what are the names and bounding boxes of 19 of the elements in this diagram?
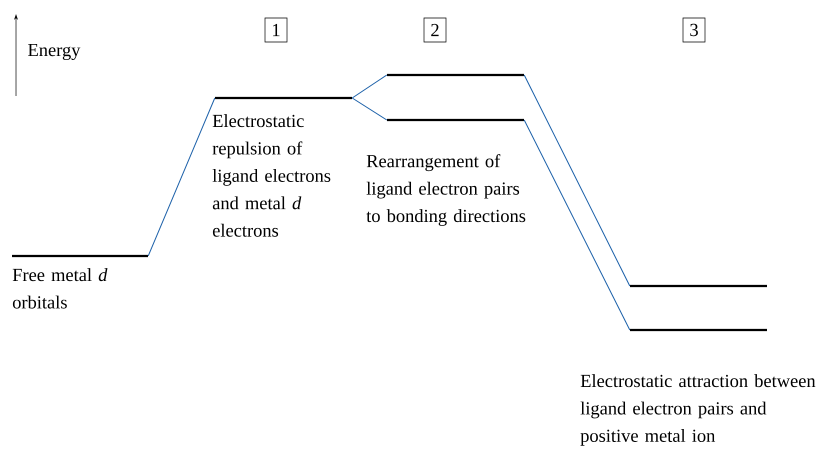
energy-level xyxy=(215,96,352,100)
energy-level xyxy=(630,284,767,288)
step-number-box: 1 xyxy=(264,18,288,42)
connector-line xyxy=(352,74,388,98)
level-description: Electrostatic repulsion of ligand electrons and metal d electrons xyxy=(212,114,330,237)
energy-level xyxy=(387,74,524,76)
step-number-box: 2 xyxy=(424,18,446,42)
connector-line xyxy=(524,120,630,330)
axis-label: Energy xyxy=(28,44,80,60)
connector-line xyxy=(148,98,216,256)
step-number-box: 3 xyxy=(682,18,706,42)
energy-level xyxy=(630,328,767,332)
level-description: Rearrangement of ligand electron pairs to bonding directions xyxy=(366,154,526,226)
connector-line xyxy=(352,98,388,120)
level-description: Electrostatic attraction between ligand electron pairs and positive metal ion xyxy=(580,374,816,446)
connector-line xyxy=(524,74,630,286)
level-description: Free metal d orbitals xyxy=(12,268,108,309)
energy-level xyxy=(387,118,524,122)
energy-level xyxy=(12,254,148,258)
